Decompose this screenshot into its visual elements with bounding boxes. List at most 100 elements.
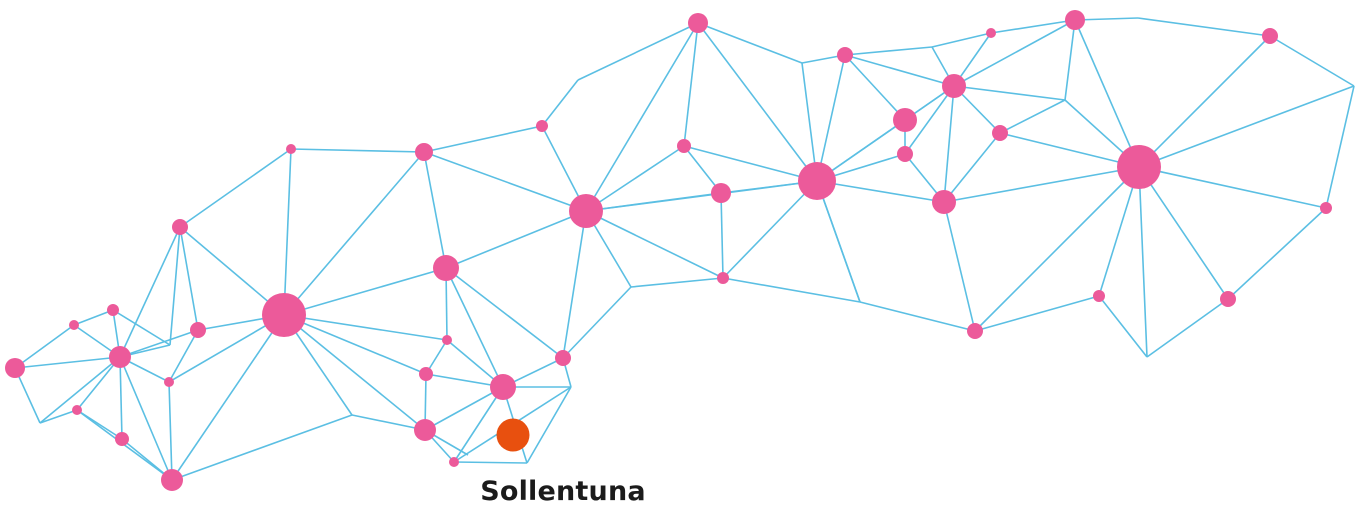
network-edge [943, 85, 955, 203]
network-node [688, 13, 708, 33]
network-edge [1138, 166, 1148, 358]
network-edge [112, 309, 171, 346]
network-node [1117, 145, 1161, 189]
network-edge [585, 22, 699, 212]
network-node [837, 47, 853, 63]
network-edge [445, 267, 564, 359]
network-node [677, 139, 691, 153]
network-edge [14, 367, 41, 424]
network-edge [953, 85, 1066, 101]
network-node [107, 304, 119, 316]
network-edge [73, 309, 114, 326]
network-node [449, 457, 459, 467]
network-edge [179, 226, 199, 331]
network-edge [697, 22, 803, 64]
network-edge [722, 180, 818, 279]
network-node [433, 255, 459, 281]
network-node [717, 272, 729, 284]
network-edge [1269, 35, 1355, 87]
network-edge [39, 356, 121, 424]
network-edge [14, 356, 121, 369]
network-edge [541, 79, 579, 127]
network-edge [168, 329, 199, 383]
network-node [69, 320, 79, 330]
network-edge [1146, 298, 1229, 358]
network-edge [943, 132, 1001, 203]
network-edge [168, 314, 285, 383]
network-edge [859, 301, 976, 332]
network-edge [283, 267, 447, 316]
network-node [897, 146, 913, 162]
network-edge [39, 409, 78, 424]
network-edge [999, 132, 1140, 168]
network-edge [425, 373, 504, 388]
network-edge [683, 145, 818, 182]
network-edge [119, 356, 173, 481]
network-edge [351, 414, 426, 431]
network-node [536, 120, 548, 132]
network-nodes [5, 10, 1332, 491]
network-edge [1074, 17, 1139, 21]
network-edge [999, 99, 1066, 134]
network-node [161, 469, 183, 491]
network-edge [1138, 85, 1355, 168]
network-edge [171, 314, 285, 481]
network-edge [423, 151, 447, 269]
network-edge [585, 210, 724, 279]
network-edge [283, 314, 448, 341]
network-edge [119, 329, 199, 358]
network-edge [943, 201, 976, 332]
network-node [942, 74, 966, 98]
network-edge [1138, 35, 1271, 168]
network-edge [1098, 295, 1148, 358]
network-edge [1227, 207, 1327, 300]
network-node [932, 190, 956, 214]
network-edge [283, 314, 426, 431]
network-edge [424, 386, 504, 431]
network-edge [931, 32, 992, 48]
network-edge [453, 386, 504, 463]
network-node [442, 335, 452, 345]
network-edge [585, 145, 685, 212]
network-node [1093, 290, 1105, 302]
network-edge [453, 461, 528, 464]
network-node [1220, 291, 1236, 307]
network-node [490, 374, 516, 400]
network-edge [697, 22, 818, 182]
network-edge [974, 295, 1100, 332]
network-edge [974, 166, 1140, 332]
network-edge [423, 151, 587, 212]
network-edge [801, 62, 818, 182]
network-edge [816, 180, 861, 303]
network-edge [283, 148, 292, 316]
network-node [286, 144, 296, 154]
network-edge [953, 19, 1076, 87]
network-edge [119, 226, 181, 358]
network-edge [1138, 166, 1327, 209]
network-node [992, 125, 1008, 141]
network-edge [1064, 19, 1076, 101]
network-edge [423, 125, 543, 153]
network-edge [904, 85, 955, 155]
network-edge [119, 356, 123, 440]
network-edge [990, 19, 1076, 34]
network-edge [562, 286, 632, 359]
network-edge [943, 166, 1140, 203]
network-node [72, 405, 82, 415]
highlighted-location-node [496, 418, 530, 452]
network-edge [179, 148, 292, 228]
network-edge [179, 226, 285, 316]
network-edge [683, 22, 699, 147]
network-node [1320, 202, 1332, 214]
network-edge [445, 267, 504, 388]
network-edge [283, 151, 425, 316]
network-node [109, 346, 131, 368]
network-node [798, 162, 836, 200]
network-edge [630, 277, 724, 288]
network-edge [816, 54, 846, 182]
network-node [1262, 28, 1278, 44]
network-node [1065, 10, 1085, 30]
network-edge [577, 22, 699, 81]
network-edge [290, 148, 425, 153]
